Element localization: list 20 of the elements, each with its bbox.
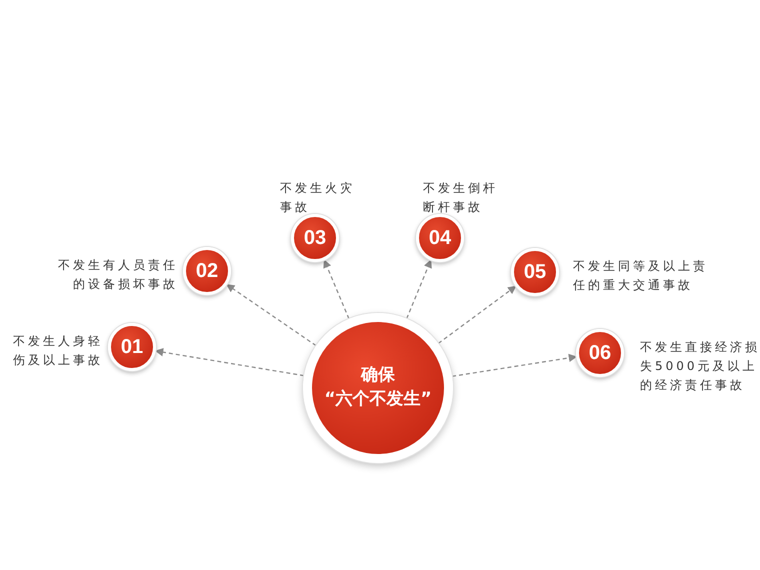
node-label: 不发生倒杆断杆事故 [423,180,499,216]
center-title: “六个不发生” [324,388,432,411]
number: 02 [196,260,218,282]
number: 05 [524,260,546,284]
number: 01 [120,336,144,358]
dashed-arrow [323,259,350,320]
node-label: 不发生同等及以上责任的重大交通事故 [573,258,709,294]
dashed-arrow [406,259,432,319]
number: 04 [428,226,452,250]
dashed-arrow [452,354,578,377]
node-label: 不发生直接经济损失5000元及以上的经济责任事故 [640,339,760,394]
node-label: 不发生有人员责任的设备损坏事故 [57,257,178,293]
dashed-arrow [438,286,516,344]
center-title: 确保 [361,364,395,388]
number: 03 [304,226,326,250]
dashed-arrow [154,348,304,376]
node-label: 不发生火灾事故 [280,180,356,216]
dashed-arrow [226,284,316,346]
number: 06 [588,342,612,364]
node-label: 不发生人身轻伤及以上事故 [13,333,104,369]
